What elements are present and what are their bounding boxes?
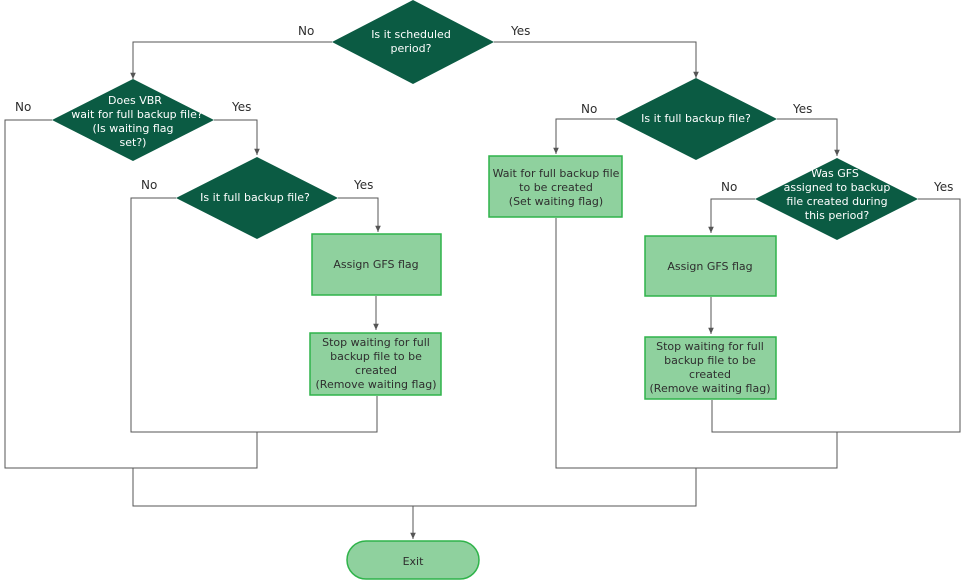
connector-vbr-no bbox=[4, 119, 258, 469]
decision-vbr-wait: Does VBR wait for full backup file? (Is … bbox=[52, 79, 214, 161]
decision-left-full: Is it full backup file? bbox=[176, 157, 338, 239]
process-wait-right-line-3: (Set waiting flag) bbox=[509, 195, 603, 208]
process-stop-right-line-2: backup file to be bbox=[664, 354, 756, 367]
connector-scheduled-yes bbox=[494, 41, 699, 78]
process-wait-right-line-1: Wait for full backup file bbox=[493, 167, 620, 180]
decision-gfs-assigned-line-2: assigned to backup bbox=[784, 181, 891, 194]
connectors bbox=[4, 41, 961, 539]
process-stop-left-line-3: created bbox=[355, 364, 397, 377]
connector-scheduled-no bbox=[130, 41, 332, 79]
process-stop-left-line-1: Stop waiting for full bbox=[322, 336, 430, 349]
process-stop-right-line-4: (Remove waiting flag) bbox=[650, 382, 771, 395]
label-gfs-yes: Yes bbox=[933, 180, 953, 194]
connector-vbr-yes bbox=[214, 119, 260, 155]
process-assign-right-line-1: Assign GFS flag bbox=[667, 260, 752, 273]
connector-gfs-yes bbox=[711, 198, 961, 433]
process-stop-left-line-2: backup file to be bbox=[330, 350, 422, 363]
connector-gfs-no bbox=[708, 198, 755, 233]
process-assign-right: Assign GFS flag bbox=[644, 235, 777, 297]
label-vbr-yes: Yes bbox=[231, 100, 251, 114]
decision-scheduled-line-2: period? bbox=[391, 42, 432, 55]
branch-labels: No Yes No Yes No Yes No Yes No Yes bbox=[15, 24, 953, 194]
connector-right-full-yes bbox=[777, 118, 840, 156]
decision-gfs-assigned-line-3: file created during bbox=[786, 195, 887, 208]
label-left-full-yes: Yes bbox=[353, 178, 373, 192]
decision-vbr-wait-line-2: wait for full backup file? bbox=[71, 108, 203, 121]
connector-left-full-yes bbox=[338, 197, 381, 232]
process-stop-right: Stop waiting for full backup file to be … bbox=[644, 336, 777, 400]
label-right-full-yes: Yes bbox=[792, 102, 812, 116]
decision-scheduled: Is it scheduled period? bbox=[332, 0, 494, 84]
terminal-exit: Exit bbox=[346, 540, 480, 580]
decision-gfs-assigned-line-4: this period? bbox=[805, 209, 870, 222]
process-stop-left-line-4: (Remove waiting flag) bbox=[316, 378, 437, 391]
process-stop-right-line-1: Stop waiting for full bbox=[656, 340, 764, 353]
connector-left-full-no bbox=[130, 197, 378, 433]
process-stop-right-line-3: created bbox=[689, 368, 731, 381]
decision-right-full: Is it full backup file? bbox=[615, 78, 777, 160]
decision-left-full-line-1: Is it full backup file? bbox=[200, 191, 310, 204]
process-assign-left-line-1: Assign GFS flag bbox=[333, 258, 418, 271]
label-right-full-no: No bbox=[581, 102, 597, 116]
process-wait-right: Wait for full backup file to be created … bbox=[488, 155, 623, 218]
decision-vbr-wait-line-1: Does VBR bbox=[108, 94, 162, 107]
label-scheduled-no: No bbox=[298, 24, 314, 38]
decision-scheduled-line-1: Is it scheduled bbox=[371, 28, 451, 41]
terminal-exit-label: Exit bbox=[403, 555, 425, 568]
label-scheduled-yes: Yes bbox=[510, 24, 530, 38]
label-gfs-no: No bbox=[721, 180, 737, 194]
label-left-full-no: No bbox=[141, 178, 157, 192]
process-stop-left: Stop waiting for full backup file to be … bbox=[309, 332, 442, 396]
process-assign-left: Assign GFS flag bbox=[311, 233, 442, 296]
decision-vbr-wait-line-4: set?) bbox=[120, 136, 147, 149]
decision-vbr-wait-line-3: (Is waiting flag bbox=[92, 122, 173, 135]
decision-gfs-assigned: Was GFS assigned to backup file created … bbox=[755, 158, 918, 240]
decision-gfs-assigned-line-1: Was GFS bbox=[811, 167, 859, 180]
connector-merge bbox=[132, 468, 697, 507]
decision-right-full-line-1: Is it full backup file? bbox=[641, 112, 751, 125]
connector-right-full-no bbox=[553, 118, 615, 154]
process-wait-right-line-2: to be created bbox=[519, 181, 593, 194]
label-vbr-no: No bbox=[15, 100, 31, 114]
